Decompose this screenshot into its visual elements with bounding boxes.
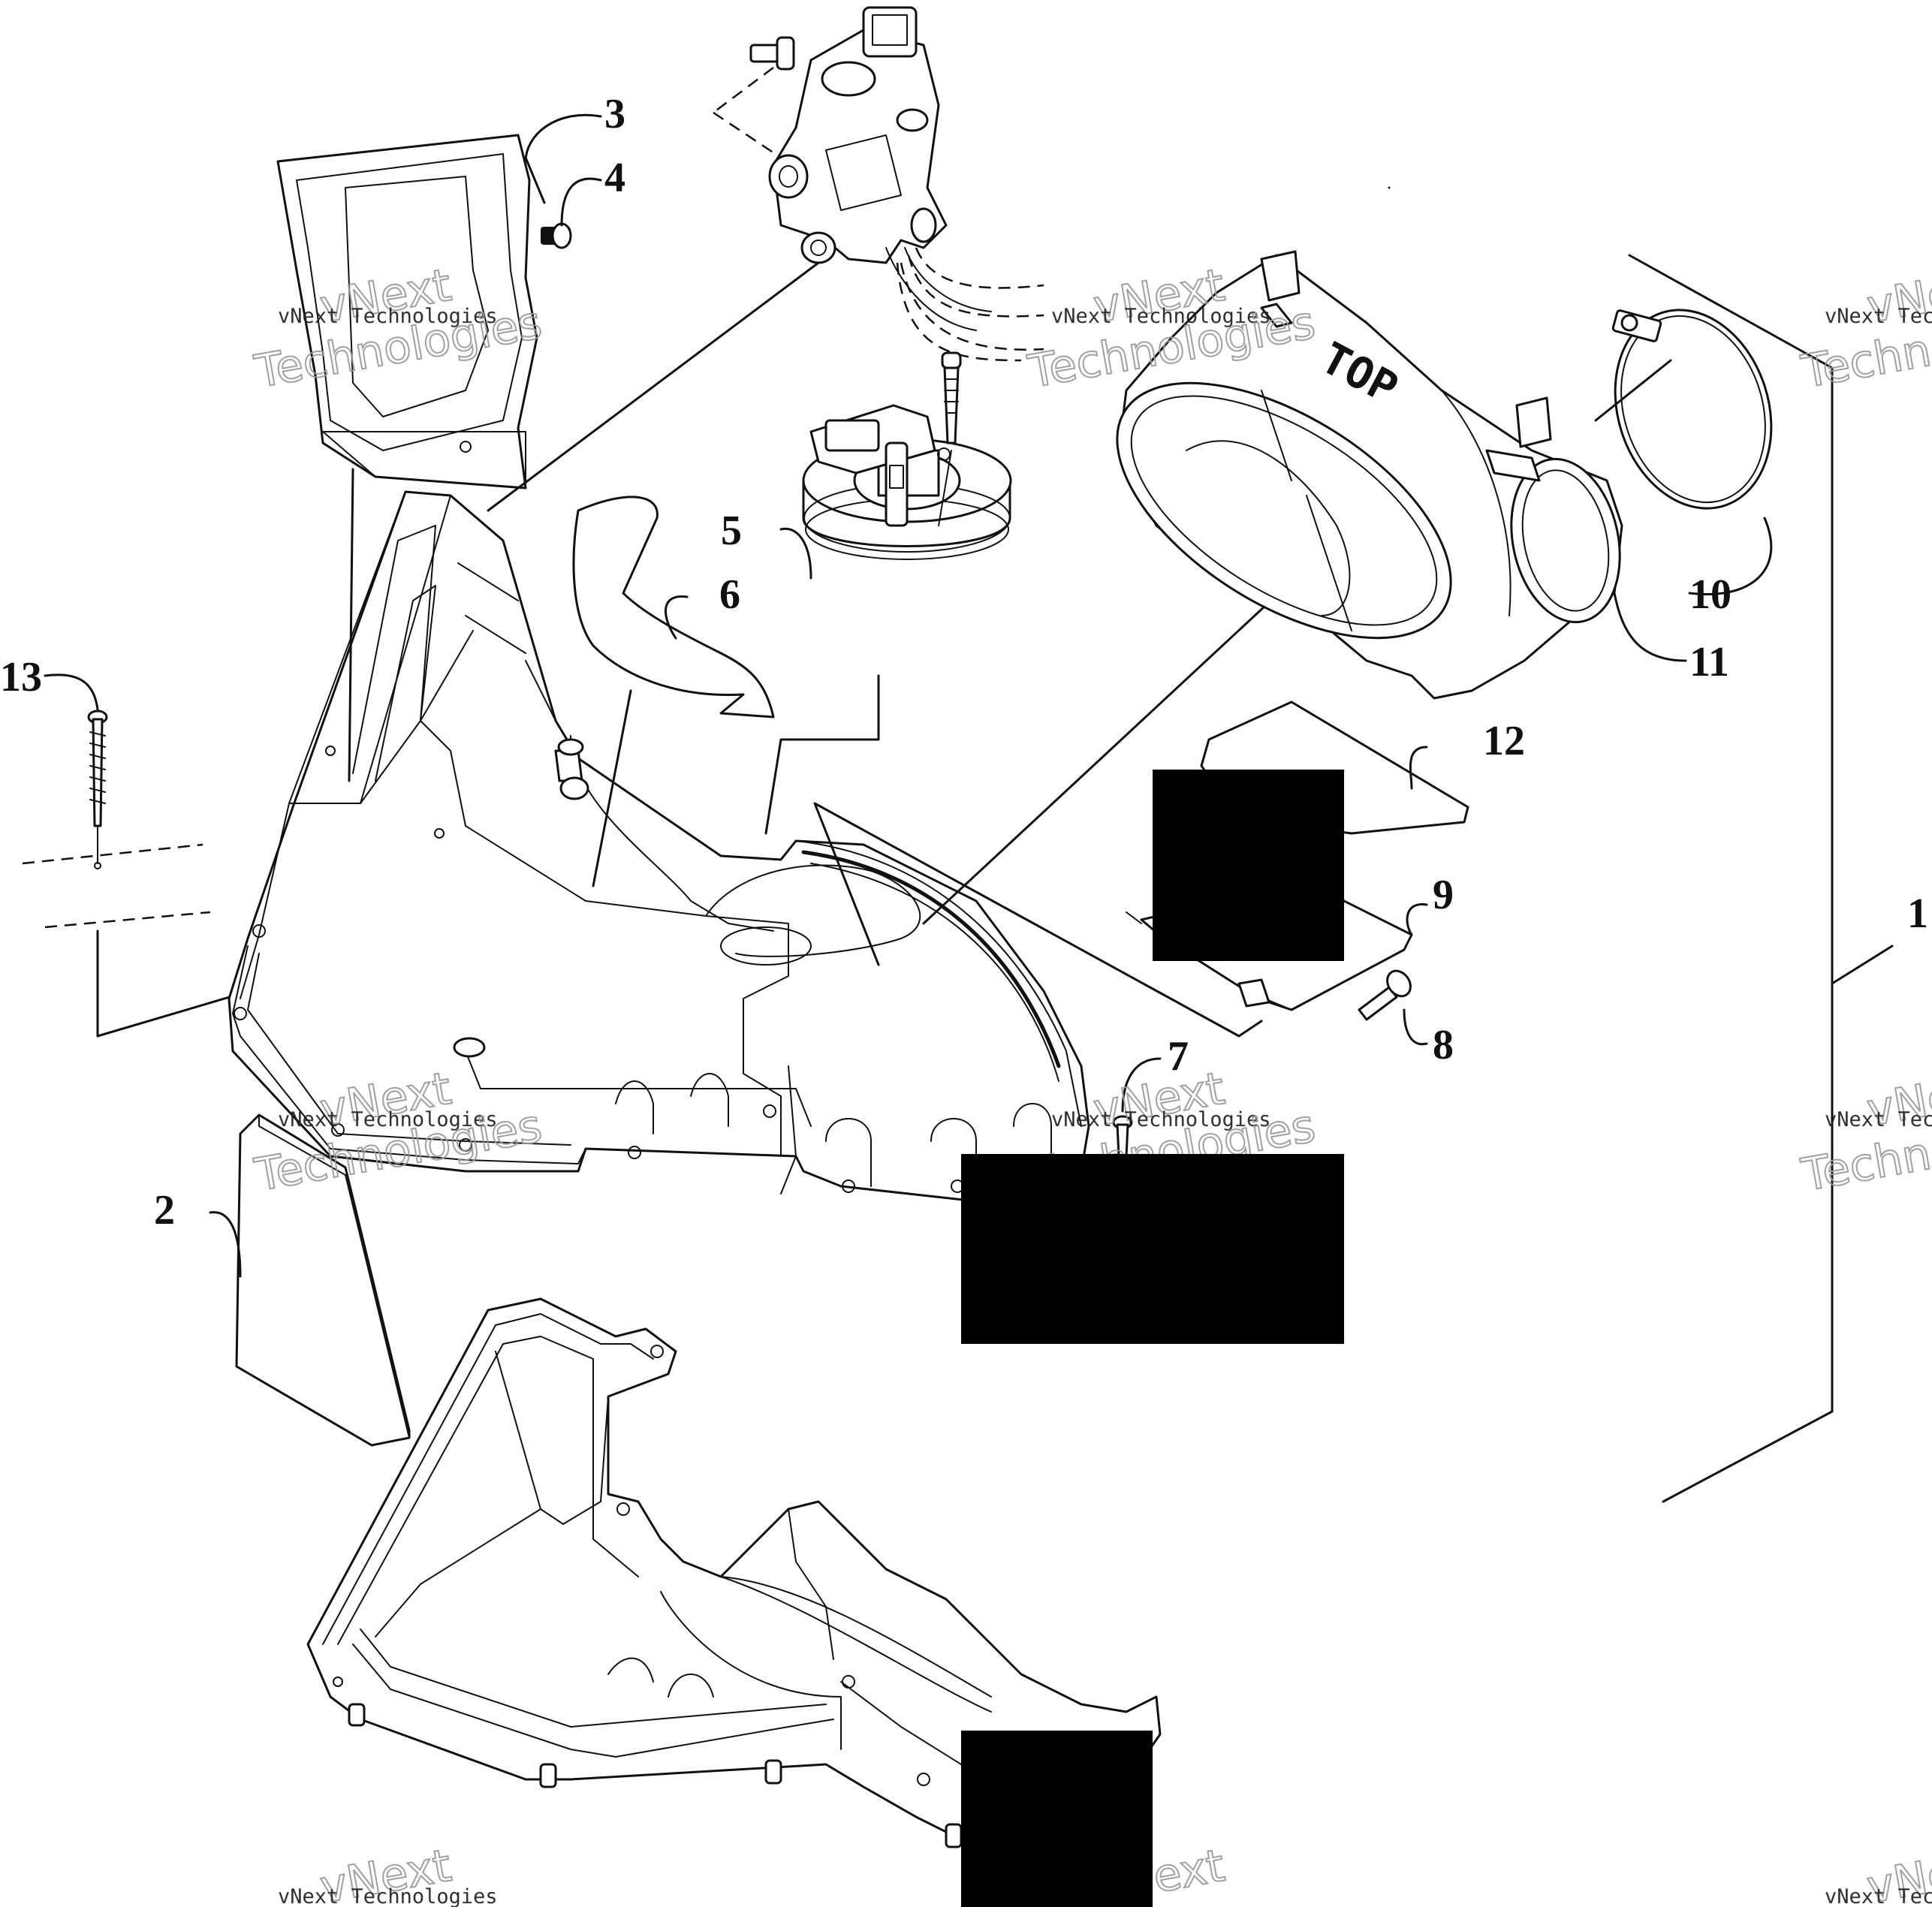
watermark-small: vNext Technologies (1051, 1108, 1271, 1131)
screw-part-7 (1112, 1115, 1133, 1158)
intake-cover-part-3 (276, 134, 546, 490)
redaction-boxes (961, 770, 1344, 1907)
callout-12: 12 (1483, 718, 1525, 764)
air-box-upper-housing (228, 490, 1090, 1203)
assembly-bracket-1 (1628, 254, 1894, 1503)
watermark-small: vNext Technologies (1825, 1885, 1932, 1907)
watermark-small: vNext Technologies (1825, 1108, 1932, 1131)
screw-part-4 (541, 222, 572, 249)
filter-part-2 (235, 1113, 411, 1447)
watermark-small: vNext Technologies (1825, 305, 1932, 328)
hose-clamp-part-10 (1611, 309, 1773, 510)
callout-1: 1 (1907, 890, 1928, 937)
callout-5: 5 (721, 508, 742, 554)
callout-7: 7 (1168, 1033, 1189, 1080)
callout-11: 11 (1689, 639, 1729, 685)
callout-3: 3 (604, 91, 625, 137)
sensor-grommet-part-5 (802, 351, 1012, 560)
valve-assembly (713, 6, 1044, 362)
callout-10: 10 (1689, 571, 1732, 618)
air-box-lower-housing (306, 1297, 1162, 1848)
redaction-box (1153, 770, 1344, 961)
callout-4: 4 (604, 155, 625, 201)
callout-2: 2 (154, 1187, 175, 1234)
watermark-small: vNext Technologies (1051, 305, 1271, 328)
callout-13: 13 (0, 654, 42, 700)
callout-8: 8 (1433, 1022, 1454, 1068)
callout-numbers: 1 2 3 4 5 6 7 8 9 10 11 12 13 (0, 91, 1928, 1234)
watermark-small: vNext Technologies (278, 1108, 498, 1131)
callout-6: 6 (719, 571, 740, 618)
watermark-small: vNext Technologies (278, 1885, 498, 1907)
redaction-box (961, 1731, 1153, 1907)
redaction-box (961, 1154, 1344, 1344)
callout-leaders (44, 113, 1773, 1278)
callout-9: 9 (1433, 872, 1454, 918)
screw-part-8 (1358, 969, 1412, 1021)
seal-part-6 (572, 496, 775, 719)
leader-lines (348, 186, 1391, 1038)
watermark-small: vNext Technologies (278, 305, 498, 328)
intake-duct-part-11: TOP (1116, 250, 1623, 700)
